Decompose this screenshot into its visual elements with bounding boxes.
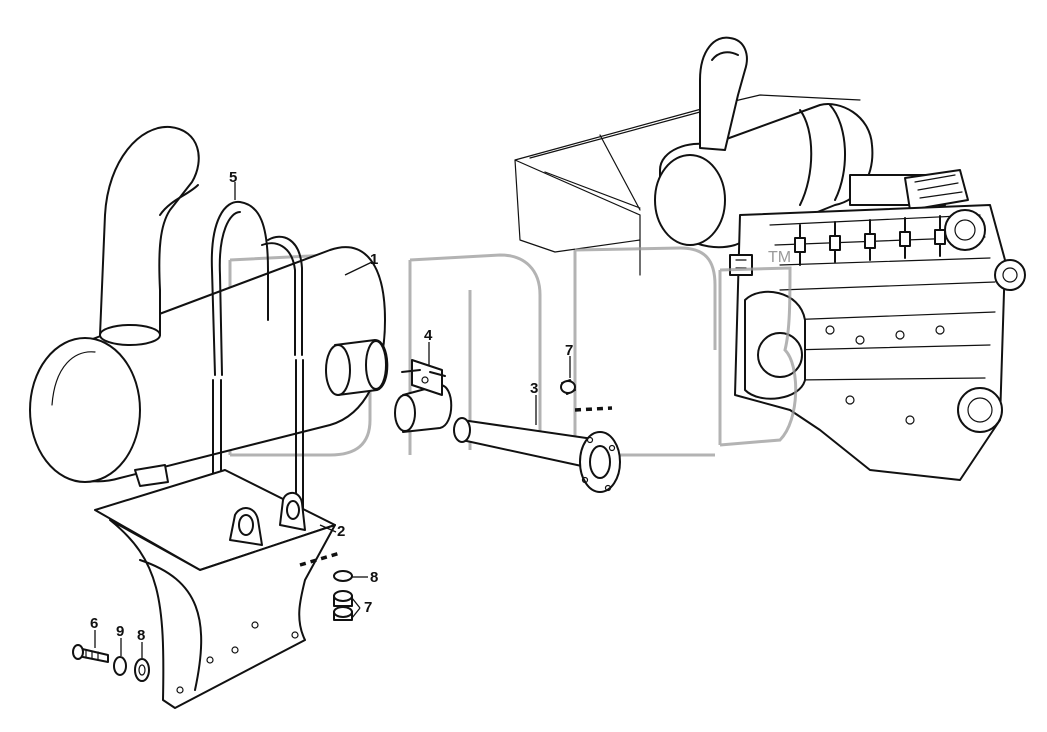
part-7-nut-upper [560, 379, 613, 412]
callout-7-upper: 7 [565, 342, 573, 359]
part-1-muffler [29, 125, 386, 487]
engine-assembly [514, 36, 1026, 481]
callout-6: 6 [90, 615, 98, 632]
callout-7-lower: 7 [364, 599, 372, 616]
hardware-stack-left [72, 644, 150, 682]
callout-9: 9 [116, 623, 124, 640]
callout-3: 3 [530, 380, 538, 397]
callout-5: 5 [229, 169, 237, 186]
watermark-mark: TM [768, 249, 791, 266]
callout-2: 2 [337, 523, 345, 540]
callout-1: 1 [370, 251, 378, 268]
hardware-stack-right [299, 551, 353, 621]
callout-4: 4 [424, 327, 433, 344]
callout-labels: 1 2 3 4 5 6 7 7 8 8 9 [90, 169, 573, 644]
callout-8-right: 8 [370, 569, 378, 586]
part-2-bracket [94, 469, 336, 709]
callout-8-left: 8 [137, 627, 145, 644]
part-3-tailpipe [453, 417, 621, 493]
part-4-clamp [325, 339, 453, 433]
callout-leaders [94, 182, 571, 658]
